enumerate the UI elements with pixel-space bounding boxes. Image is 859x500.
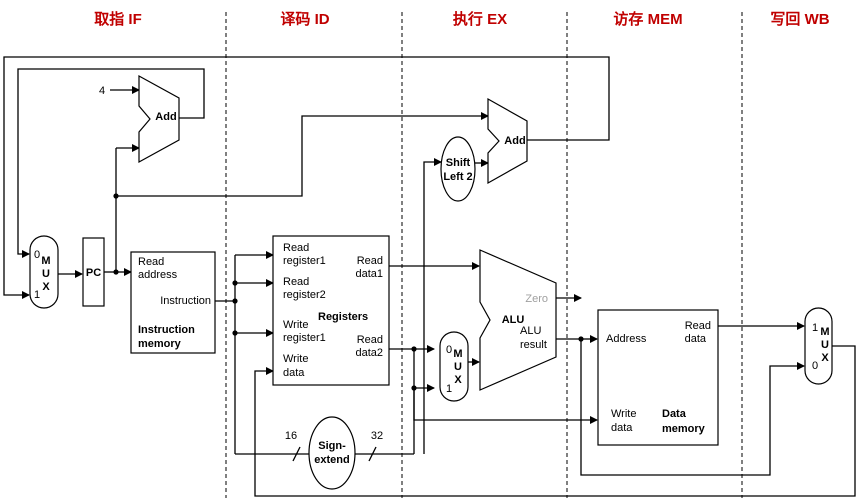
reg-read-register2-a: Read — [283, 276, 309, 288]
mux-alu-in0: 0 — [446, 344, 452, 356]
stage-ex-label: 执行 EX — [453, 10, 507, 28]
dm-read-data-a: Read — [685, 320, 711, 332]
adder-pc-plus-4: Add — [138, 74, 180, 164]
data-memory: Address Read data Write data Data memory — [597, 309, 719, 446]
junction-dots — [113, 193, 584, 391]
im-title-line2: memory — [138, 338, 182, 350]
register-file: Read register1 Read register2 Write regi… — [272, 235, 390, 386]
mux-pc-letter-x: X — [42, 281, 50, 293]
pc-register: PC — [82, 237, 105, 307]
dm-title-line1: Data — [662, 408, 687, 420]
adder-branch-target: Add — [487, 97, 528, 185]
stage-if-label: 取指 IF — [94, 10, 142, 28]
mux-wb-in1: 1 — [812, 322, 818, 334]
mux-alu-src: 0 M U X 1 — [439, 331, 469, 402]
reg-title: Registers — [318, 311, 368, 323]
reg-write-data-b: data — [283, 367, 305, 379]
dm-title-line2: memory — [662, 423, 706, 435]
adder-pc-label: Add — [155, 111, 176, 123]
dm-address-label: Address — [606, 333, 647, 345]
alu-title: ALU — [502, 314, 525, 326]
mux-alu-letter-x: X — [454, 374, 462, 386]
im-read-label: Read — [138, 256, 164, 268]
constant-four: 4 — [99, 85, 105, 97]
im-title-line1: Instruction — [138, 324, 195, 336]
mux-wb-in0: 0 — [812, 360, 818, 372]
reg-read-data1-b: data1 — [355, 268, 383, 280]
instruction-memory: Read address Instruction Instruction mem… — [130, 251, 216, 354]
reg-read-data1-a: Read — [357, 255, 383, 267]
mux-alu-letter-m: M — [453, 348, 462, 360]
mux-pc-in1: 1 — [34, 289, 40, 301]
mux-mem-to-reg: 1 M U X 0 — [804, 307, 833, 385]
mux-pc-in0: 0 — [34, 249, 40, 261]
mux-wb-letter-x: X — [821, 352, 829, 364]
reg-write-register-a: Write — [283, 319, 308, 331]
alu-zero-label: Zero — [525, 293, 548, 305]
wires — [3, 56, 856, 497]
mux-pc-letter-u: U — [42, 268, 50, 280]
reg-read-data2-b: data2 — [355, 347, 383, 359]
stage-mem-label: 访存 MEM — [613, 10, 682, 28]
mux-pc-select: 0 M U X 1 — [29, 235, 59, 309]
stage-id-label: 译码 ID — [280, 11, 329, 28]
reg-read-register1-a: Read — [283, 242, 309, 254]
dm-write-data-a: Write — [611, 408, 636, 420]
reg-write-register-b: register1 — [283, 332, 326, 344]
stage-wb-label: 写回 WB — [770, 11, 829, 28]
mux-alu-letter-u: U — [454, 361, 462, 373]
shift-label-line2: Left 2 — [443, 171, 472, 183]
reg-read-register2-b: register2 — [283, 289, 326, 301]
mux-pc-letter-m: M — [41, 255, 50, 267]
alu-result-label-line2: result — [520, 339, 547, 351]
dm-read-data-b: data — [685, 333, 707, 345]
reg-read-register1-b: register1 — [283, 255, 326, 267]
sign-extend-input-bits: 16 — [285, 430, 297, 442]
im-instruction-label: Instruction — [160, 295, 211, 307]
sign-extend: Sign- extend — [308, 416, 356, 490]
sign-extend-output-bits: 32 — [371, 430, 383, 442]
mux-wb-letter-m: M — [820, 326, 829, 338]
adder-branch-label: Add — [504, 135, 525, 147]
pc-label: PC — [86, 267, 101, 279]
alu-result-label-line1: ALU — [520, 325, 541, 337]
alu: ALU Zero ALU result — [479, 249, 557, 391]
shift-label-line1: Shift — [446, 157, 471, 169]
reg-read-data2-a: Read — [357, 334, 383, 346]
dm-write-data-b: data — [611, 422, 633, 434]
reg-write-data-a: Write — [283, 353, 308, 365]
sign-extend-line1: Sign- — [318, 440, 346, 452]
mux-alu-in1: 1 — [446, 383, 452, 395]
im-address-label: address — [138, 269, 178, 281]
shift-left-2: Shift Left 2 — [440, 136, 476, 202]
sign-extend-line2: extend — [314, 454, 349, 466]
mux-wb-letter-u: U — [821, 339, 829, 351]
